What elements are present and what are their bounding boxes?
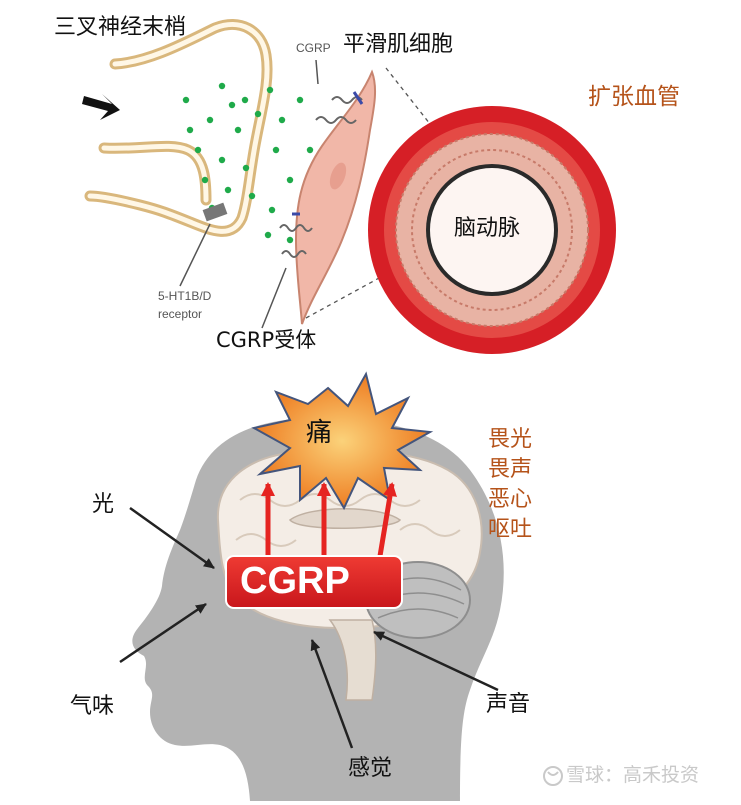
stimulus-smell-label: 气味: [70, 694, 115, 719]
smooth-muscle-label: 平滑肌细胞: [343, 32, 454, 57]
trigeminal-nerve-label: 三叉神经末梢: [54, 15, 187, 40]
cgrp-banner-box: [225, 555, 403, 609]
cgrp-receptor-pointer-line: [261, 267, 287, 329]
cgrp-molecule-dots: [182, 82, 314, 244]
cgrp-small-label: CGRP: [296, 41, 331, 55]
stimulus-light-label: 光: [92, 492, 115, 517]
cgrp-small-pointer-line: [315, 59, 319, 85]
stimulus-feeling-label: 感觉: [348, 756, 393, 781]
pain-label: 痛: [306, 418, 333, 448]
5ht-pointer-line: [179, 223, 211, 287]
pain-burst-star: [251, 371, 434, 511]
cerebral-artery-cross-section: [368, 106, 616, 354]
dilation-label: 扩张血管: [588, 84, 680, 110]
light-arrow: [129, 506, 215, 570]
symptom-nausea: 恶心: [488, 487, 533, 512]
smell-arrow: [119, 602, 207, 664]
receptor-word-label: receptor: [158, 307, 203, 321]
signal-direction-arrow-icon: [82, 94, 120, 120]
watermark-text: 雪球：高禾投资: [566, 764, 700, 786]
snowball-logo-icon: [543, 766, 563, 786]
symptom-phonophobia: 畏声: [488, 457, 533, 482]
cgrp-receptor-label: CGRP受体: [216, 328, 317, 352]
smooth-muscle-cell: [294, 69, 377, 325]
cgrp-banner-text: CGRP: [240, 560, 350, 602]
symptom-photophobia: 畏光: [488, 427, 533, 452]
feeling-arrow: [310, 639, 354, 749]
artery-label: 脑动脉: [454, 216, 521, 241]
sound-arrow: [373, 630, 499, 692]
cgrp-pain-arrow-right: [377, 482, 397, 557]
stimulus-sound-label: 声音: [486, 692, 531, 717]
symptom-vomiting: 呕吐: [488, 517, 533, 542]
symptom-list: 畏光 畏声 恶心 呕吐: [488, 429, 532, 541]
5ht-receptor-label: 5-HT1B/D: [158, 289, 212, 303]
5ht-receptor: [202, 202, 228, 222]
